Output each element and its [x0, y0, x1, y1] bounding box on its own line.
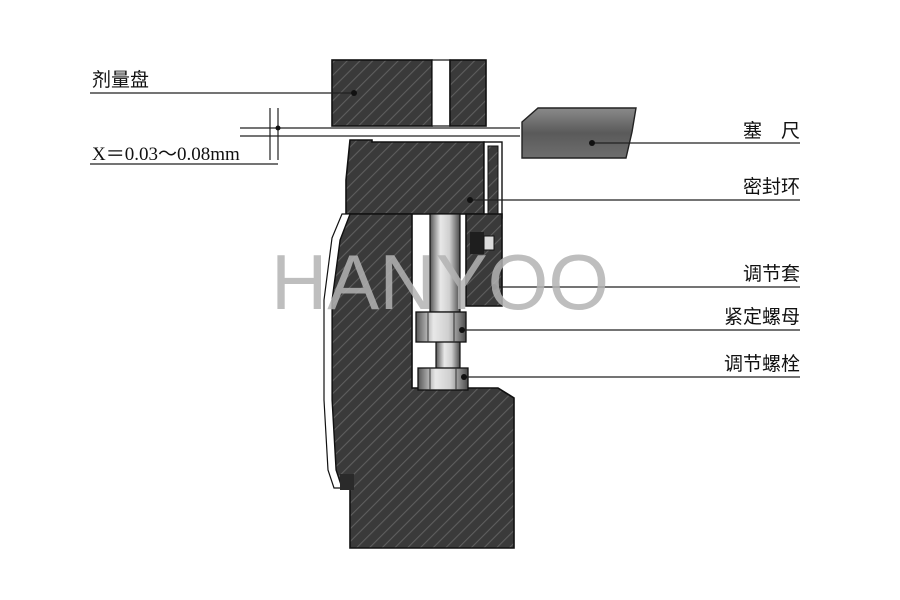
watermark: HANYOO: [271, 238, 609, 326]
main-body: [323, 213, 515, 549]
feeler-gauge: [521, 107, 637, 159]
label-adjusting-bolt: 调节螺栓: [724, 353, 800, 375]
label-seal-ring: 密封环: [743, 176, 800, 198]
label-feeler-gauge: 塞 尺: [743, 120, 800, 142]
dose-plate: [331, 59, 487, 127]
leader-lines: [90, 90, 800, 380]
label-clearance: X＝0.03～0.08mm: [92, 144, 240, 165]
adjusting-bolt: [417, 213, 469, 391]
label-dose-plate: 剂量盘: [92, 69, 149, 91]
label-lock-nut: 紧定螺母: [724, 306, 800, 328]
seal-ring: [345, 139, 503, 219]
lock-nut: [415, 311, 467, 343]
adjusting-sleeve: [465, 213, 503, 307]
label-adjusting-sleeve: 调节套: [743, 263, 800, 285]
